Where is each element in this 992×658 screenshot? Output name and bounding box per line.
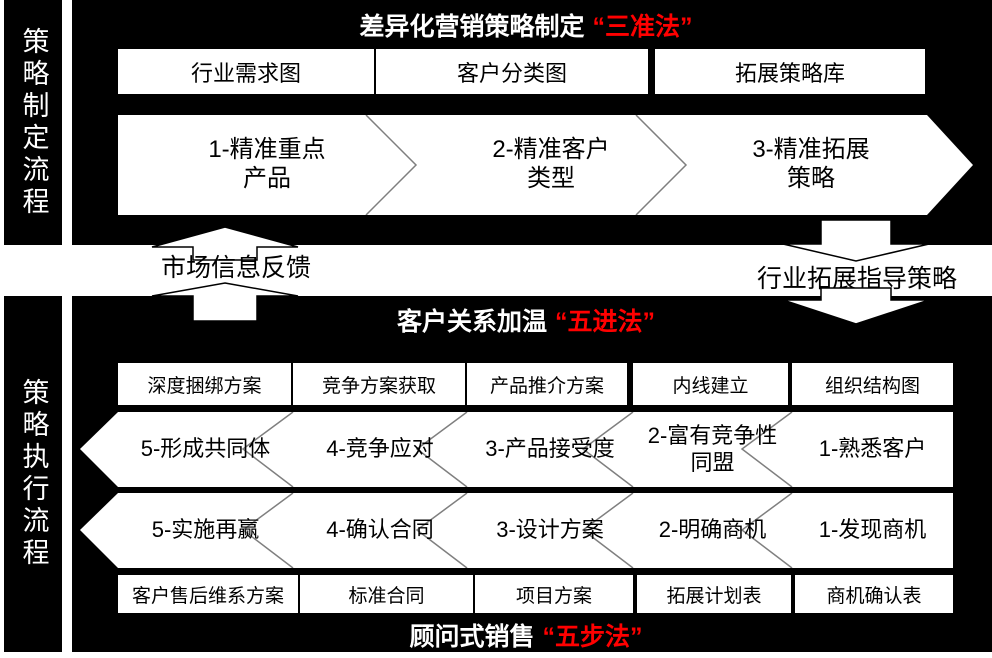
warm-step-5: 5-形成共同体 (118, 412, 293, 487)
step-label: 3-产品接受度 (485, 436, 615, 462)
sale-step-1: 1-发现商机 (792, 493, 953, 568)
footer-title-highlight: “五步法” (542, 623, 643, 651)
step-label: 3-精准拓展 (752, 136, 870, 164)
step-label: 2-明确商机 (658, 517, 767, 543)
tool-box-project-plan: 项目方案 (475, 575, 633, 613)
top-box-industry-demand-map: 行业需求图 (118, 49, 374, 94)
up-arrow-icon (151, 226, 299, 261)
chevron-divider-lines (365, 115, 688, 215)
tool-box-opportunity-confirmation-form: 商机确认表 (795, 575, 953, 613)
warm-step-3: 3-产品接受度 (467, 412, 633, 487)
down-arrow-icon (782, 287, 930, 325)
sidebar-formulation-process: 策略制定流程 (4, 0, 62, 245)
tool-box-insider-establishment: 内线建立 (633, 363, 788, 405)
tool-box-competitor-plan-acquisition: 竞争方案获取 (293, 363, 465, 405)
up-arrow-icon (151, 282, 299, 322)
sales-step-chevron-band: 5-实施再赢 4-确认合同 3-设计方案 2-明确商机 1-发现商机 (80, 493, 953, 568)
top-title-highlight: “三准法” (592, 13, 693, 41)
step-label: 产品 (243, 165, 291, 192)
tool-box-label: 标准合同 (348, 585, 425, 607)
warm-step-2: 2-富有竞争性 同盟 (633, 412, 792, 487)
chevron-divider-lines (241, 493, 793, 568)
tool-box-deep-binding-plan: 深度捆绑方案 (118, 363, 291, 405)
top-step-chevron-band: 1-精准重点 产品 2-精准客户 类型 3-精准拓展 策略 (118, 115, 973, 215)
step-label: 5-形成共同体 (140, 436, 271, 462)
tool-box-org-structure-map: 组织结构图 (792, 363, 953, 405)
down-arrow-icon (782, 220, 930, 262)
feedback-connector-label: 市场信息反馈 (128, 249, 344, 282)
step-label: 2-富有竞争性 (647, 423, 778, 449)
feedback-label-text: 市场信息反馈 (160, 253, 311, 282)
warmup-step-chevron-band: 5-形成共同体 4-竞争应对 3-产品接受度 2-富有竞争性 同盟 1-熟悉客户 (80, 412, 953, 487)
top-box-customer-classification-map: 客户分类图 (376, 49, 648, 94)
step-label: 3-设计方案 (496, 517, 604, 543)
step-label: 4-确认合同 (326, 517, 434, 543)
top-box-label: 拓展策略库 (734, 60, 845, 86)
step-label: 2-精准客户 (492, 136, 610, 164)
tool-box-label: 项目方案 (515, 585, 592, 607)
top-title-text: 差异化营销策略制定 (359, 13, 585, 41)
bottom-title-text: 客户关系加温 (396, 308, 547, 336)
sale-step-4: 4-确认合同 (293, 493, 467, 568)
top-box-label: 行业需求图 (190, 60, 301, 86)
sale-step-3: 3-设计方案 (467, 493, 633, 568)
tool-box-label: 商机确认表 (826, 585, 922, 607)
sale-step-2: 2-明确商机 (633, 493, 792, 568)
top-box-label: 客户分类图 (456, 60, 567, 86)
warm-step-1: 1-熟悉客户 (792, 412, 953, 487)
step-label: 4-竞争应对 (326, 436, 434, 462)
step-label: 类型 (527, 165, 575, 192)
top-panel-title: 差异化营销策略制定 “三准法” (60, 8, 992, 42)
tool-box-expansion-schedule: 拓展计划表 (637, 575, 791, 613)
tool-box-label: 产品推介方案 (489, 375, 604, 397)
bottom-title-highlight: “五进法” (555, 308, 656, 336)
tool-box-label: 组织结构图 (824, 375, 920, 397)
sidebar-formulation-label: 策略制定流程 (18, 26, 49, 219)
tool-box-product-promotion-plan: 产品推介方案 (467, 363, 627, 405)
warm-step-4: 4-竞争应对 (293, 412, 467, 487)
top-box-expansion-strategy-library: 拓展策略库 (655, 49, 925, 94)
tool-box-aftersales-retention-plan: 客户售后维系方案 (118, 575, 298, 613)
footer-title-text: 顾问式销售 (409, 623, 535, 651)
tool-box-label: 客户售后维系方案 (131, 585, 284, 607)
sidebar-execution-process: 策略执行流程 (4, 296, 62, 652)
tool-box-label: 竞争方案获取 (321, 375, 436, 397)
step-label: 1-熟悉客户 (818, 436, 927, 462)
step-label: 5-实施再赢 (151, 517, 260, 543)
step-chevron-3: 3-精准拓展 策略 (686, 115, 936, 215)
bottom-footer-title: 顾问式销售 “五步法” (60, 619, 992, 651)
step-label: 同盟 (690, 449, 735, 475)
step-chevron-2: 2-精准客户 类型 (416, 115, 686, 215)
sidebar-execution-label: 策略执行流程 (18, 378, 49, 570)
tool-box-label: 内线建立 (672, 375, 749, 397)
tool-box-standard-contract: 标准合同 (300, 575, 473, 613)
step-label: 1-精准重点 (208, 136, 326, 164)
step-label: 策略 (787, 165, 835, 192)
bottom-panel-title: 客户关系加温 “五进法” (60, 303, 992, 337)
tool-box-label: 深度捆绑方案 (147, 375, 262, 397)
tool-box-label: 拓展计划表 (666, 585, 762, 607)
step-chevron-1: 1-精准重点 产品 (118, 115, 416, 215)
sale-step-5: 5-实施再赢 (118, 493, 293, 568)
chevron-divider-lines (241, 412, 793, 487)
step-label: 1-发现商机 (818, 517, 927, 543)
